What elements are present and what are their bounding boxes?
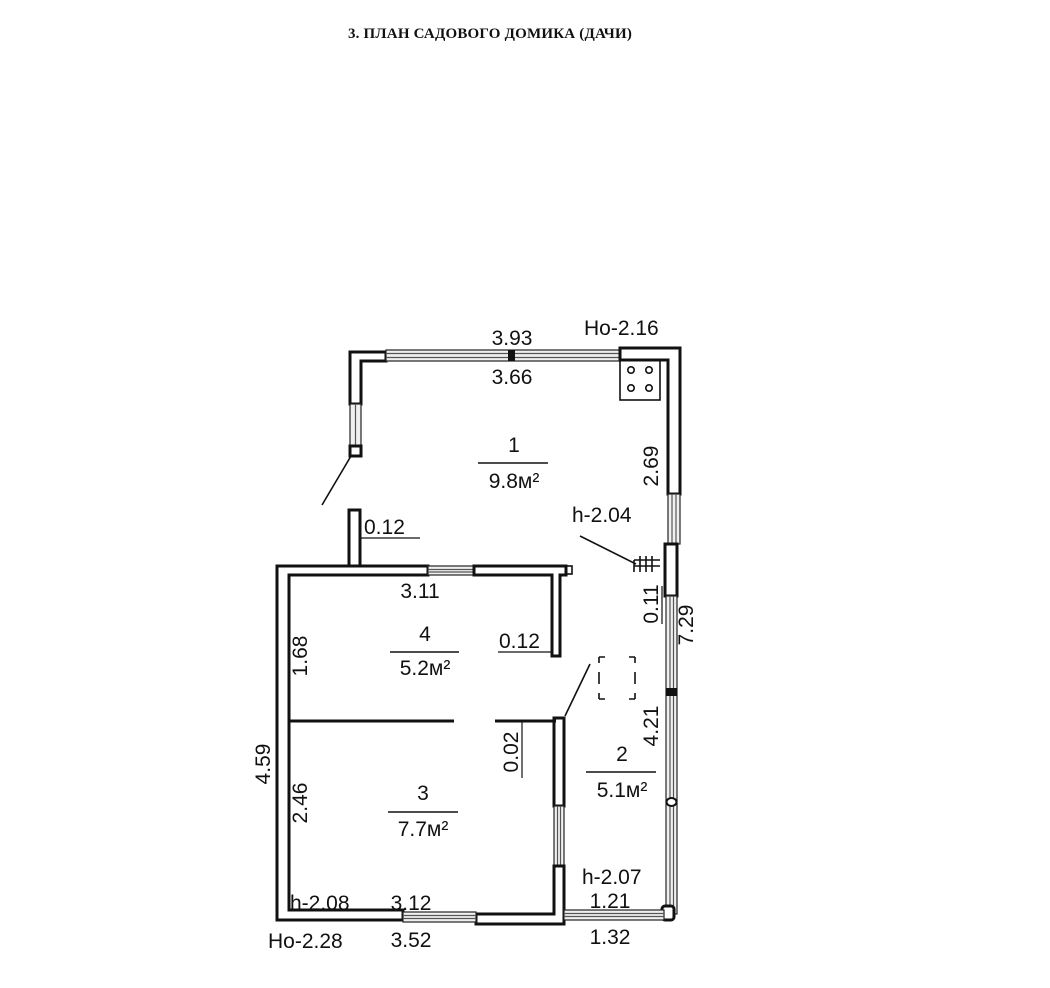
dim-bottom-outer-left: 3.52: [391, 929, 432, 952]
dim-right-wall-thickness: 0.11: [640, 584, 663, 623]
dim-right-upper: 2.69: [640, 446, 663, 487]
dim-bottom-outer-right: 1.32: [590, 926, 631, 949]
room-2-area: 5.1м²: [597, 779, 648, 802]
window-top: [385, 349, 621, 362]
height-outer-bottom-left: Ho-2.28: [268, 930, 343, 953]
height-room3: h-2.08: [290, 892, 350, 915]
window-room3-room2: [553, 805, 565, 867]
plan-title: 3. ПЛАН САДОВОГО ДОМИКА (ДАЧИ): [347, 26, 633, 42]
room-4-number: 4: [419, 623, 431, 646]
dim-bottom-inner-right: 1.21: [590, 890, 631, 913]
dim-room3-left: 2.46: [289, 783, 312, 824]
room-1-number: 1: [508, 434, 520, 457]
window-bottom-room3: [402, 911, 477, 923]
dim-room4-left: 1.68: [289, 636, 312, 677]
wall-room3-bottom-right: [474, 864, 566, 926]
door-swing-room2: [564, 663, 591, 717]
dim-bottom-inner-left: 3.12: [391, 892, 432, 915]
wall-room4-cap: [565, 565, 573, 575]
dim-right-lower: 4.21: [640, 706, 663, 747]
window-right-upper: [667, 493, 681, 545]
window-right-mullion: [666, 688, 677, 696]
dim-top-outer: 3.93: [492, 327, 533, 350]
leader-h204: [579, 535, 637, 565]
wall-lower-block-top-left: [275, 564, 430, 922]
height-room2: h-2.07: [582, 866, 642, 889]
wall-right-mid: [663, 542, 679, 598]
dim-left-total: 4.59: [252, 744, 275, 785]
window-room4-top: [427, 565, 475, 576]
wall-left-upper-stub: [348, 444, 363, 458]
dim-room4-top: 3.11: [400, 580, 439, 603]
room-3-area: 7.7м²: [398, 818, 449, 841]
dim-partition-room4: 0.12: [499, 630, 540, 653]
door-swing-left: [321, 455, 352, 506]
dim-partition-room3: 0.02: [500, 732, 523, 773]
dim-right-total: 7.29: [675, 605, 698, 646]
room-1-area: 9.8м²: [489, 470, 540, 493]
height-room1: h-2.04: [572, 504, 632, 527]
wall-room3-room2-upper: [552, 716, 566, 808]
stove-icon: [619, 359, 661, 401]
height-outer-top-right: Ho-2.16: [584, 317, 659, 340]
room-4-area: 5.2м²: [400, 657, 451, 680]
stair-hatch-icon: [598, 656, 636, 700]
window-top-mullion: [508, 350, 515, 361]
wall-top-left-corner: [348, 350, 388, 406]
room-2-number: 2: [616, 743, 628, 766]
window-bottom-room2: [563, 909, 665, 921]
dim-partition-top: 0.12: [364, 516, 405, 539]
partition-stub-top: [347, 508, 362, 568]
dim-top-inner: 3.66: [492, 366, 533, 389]
room-3-number: 3: [417, 782, 429, 805]
